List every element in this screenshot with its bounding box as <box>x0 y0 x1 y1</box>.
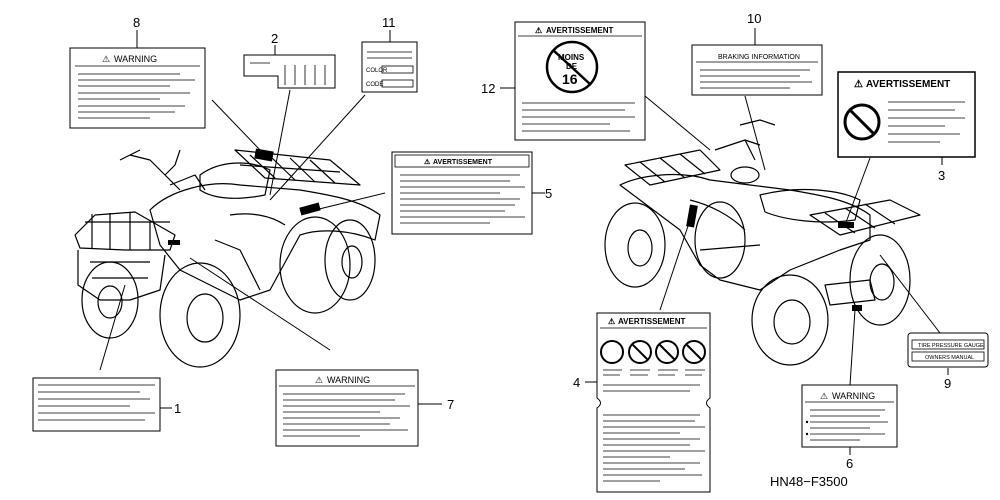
atv-front-left-view <box>74 148 381 368</box>
callout-3: 3 <box>938 168 945 183</box>
callout-8: 8 <box>133 15 140 30</box>
callout-6: 6 <box>846 456 853 471</box>
label-3-title: AVERTISSEMENT <box>866 79 950 90</box>
label-5-title: AVERTISSEMENT <box>433 159 493 166</box>
label-8-title: WARNING <box>114 54 157 64</box>
callout-11: 11 <box>382 15 396 30</box>
label-12-triangle: ⚠ <box>535 26 542 35</box>
label-4-title: AVERTISSEMENT <box>618 317 686 326</box>
label-6-triangle: ⚠ <box>820 391 828 401</box>
figure-code: HN48−F3500 <box>770 474 848 489</box>
label-9-tire-gauge: TIRE PRESSURE GAUGE OWNERS MANUAL <box>907 332 989 368</box>
label-7-triangle: ⚠ <box>315 375 323 385</box>
label-3-triangle: ⚠ <box>854 79 863 90</box>
label-10-braking-info: BRAKING INFORMATION <box>691 44 823 96</box>
label-1 <box>32 377 161 432</box>
callout-7: 7 <box>447 397 454 412</box>
label-4-triangle: ⚠ <box>608 317 615 326</box>
callout-12: 12 <box>481 81 495 96</box>
callout-9: 9 <box>944 376 951 391</box>
label-6-title: WARNING <box>832 391 875 401</box>
label-3-avertissement: ⚠ AVERTISSEMENT <box>837 71 976 158</box>
label-7-warning: ⚠ WARNING <box>275 369 419 447</box>
label-9-gauge-text: TIRE PRESSURE GAUGE <box>918 343 984 349</box>
atv-rear-right-view <box>604 119 921 366</box>
label-11-color: COLOR <box>366 68 388 74</box>
label-2 <box>243 54 336 89</box>
callout-4: 4 <box>573 375 580 390</box>
label-4-avertissement: ⚠ AVERTISSEMENT <box>596 312 711 493</box>
label-5-avertissement: ⚠ AVERTISSEMENT <box>391 151 533 235</box>
label-7-title: WARNING <box>327 375 370 385</box>
callout-5: 5 <box>545 186 552 201</box>
callout-10: 10 <box>747 11 761 26</box>
label-12-title: AVERTISSEMENT <box>546 26 614 35</box>
leader-lines <box>99 28 949 455</box>
callout-2: 2 <box>271 31 278 46</box>
label-5-triangle: ⚠ <box>424 158 431 166</box>
label-11-code: CODE <box>366 82 383 88</box>
label-9-manual-text: OWNERS MANUAL <box>925 355 974 361</box>
label-12-moins: MOINS <box>558 53 585 62</box>
label-8-warning: ⚠ WARNING <box>69 47 206 129</box>
callout-numbers: 8 2 11 12 10 3 5 1 7 4 6 9 <box>133 11 951 471</box>
label-11-color-code: COLOR CODE <box>361 41 418 93</box>
label-12-age-warning: ⚠ AVERTISSEMENT MOINS DE 16 <box>514 21 646 141</box>
label-12-age: 16 <box>562 71 578 87</box>
label-6-warning: ⚠ WARNING <box>801 384 898 448</box>
label-8-triangle-text: ⚠ <box>102 54 110 64</box>
label-10-title: BRAKING INFORMATION <box>718 54 800 61</box>
callout-1: 1 <box>174 401 181 416</box>
